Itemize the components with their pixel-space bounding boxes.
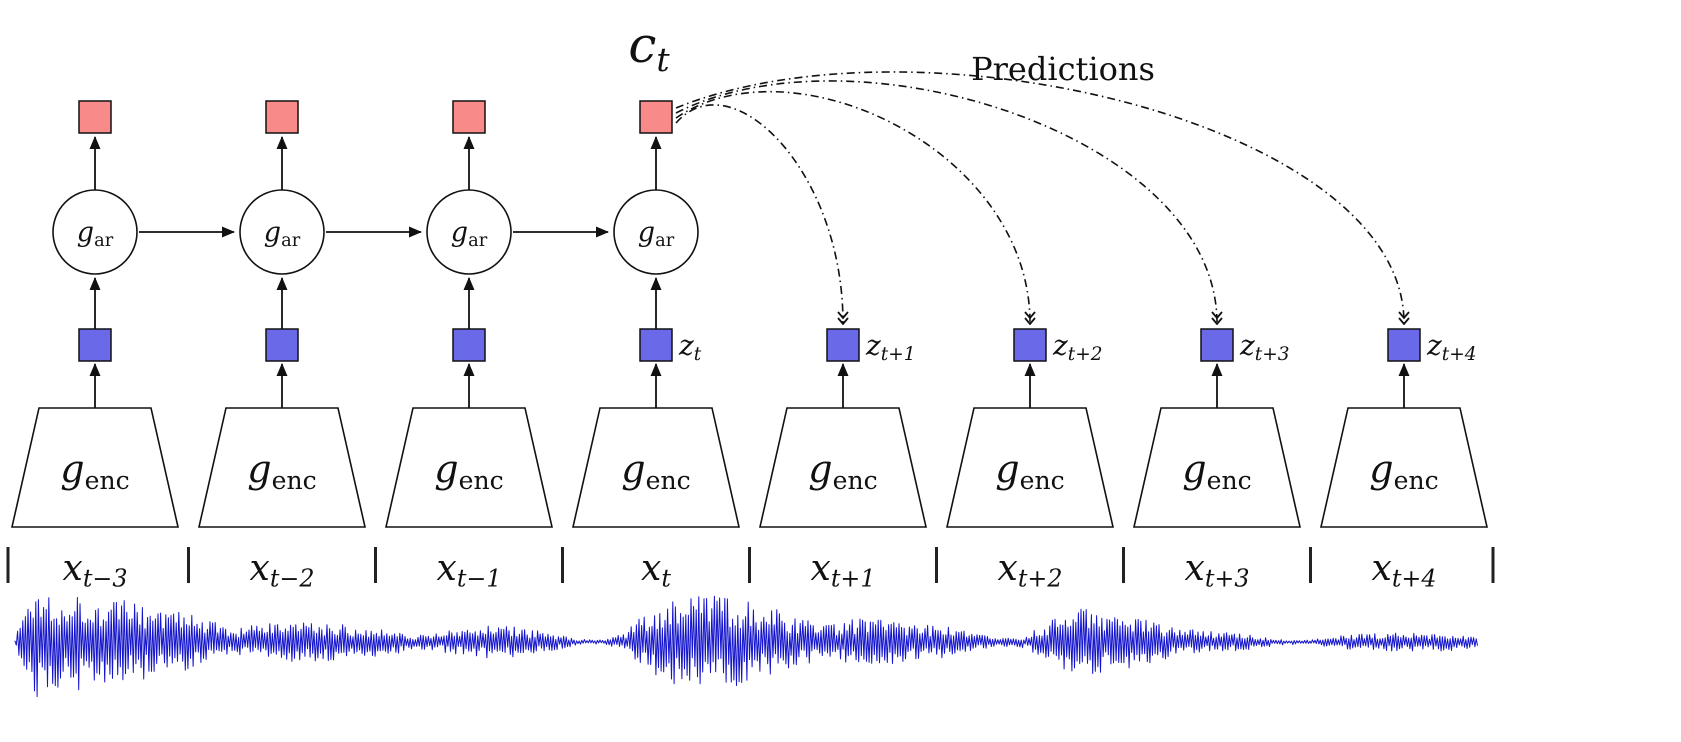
encoder-label: genc: [808, 447, 877, 495]
z-label: zt+2: [1052, 329, 1102, 365]
column-t+3: genc zt+3 xt+3: [1132, 328, 1302, 593]
encoder-label: genc: [247, 447, 316, 495]
context-vector-label: ct: [628, 16, 670, 79]
autoregressive-label: gar: [451, 217, 488, 251]
x-label: xt+2: [998, 548, 1063, 593]
audio-waveform: [14, 595, 1478, 698]
prediction-curve-t+3: [675, 80, 1217, 323]
latent-square: [265, 328, 299, 362]
output-square: [78, 100, 112, 134]
prediction-curve-t+1: [675, 104, 843, 323]
autoregressive-label: gar: [638, 217, 675, 251]
encoder-trapezoid: [1132, 407, 1302, 528]
latent-square: [1387, 328, 1421, 362]
column-t-1: genc gar xt−1: [384, 100, 554, 593]
column-t+1: genc zt+1 xt+1: [758, 328, 928, 593]
output-square: [265, 100, 299, 134]
z-label: zt: [678, 329, 702, 365]
encoder-label: genc: [1182, 447, 1251, 495]
z-label: zt+1: [865, 329, 915, 365]
encoder-trapezoid: [571, 407, 741, 528]
autoregressive-label: gar: [77, 217, 114, 251]
x-label: xt−1: [437, 548, 502, 593]
x-label: xt−3: [63, 548, 128, 593]
column-t+4: genc zt+4 xt+4: [1319, 328, 1489, 593]
column-t: genc zt gar xt: [571, 100, 741, 593]
latent-square: [826, 328, 860, 362]
latent-square: [452, 328, 486, 362]
encoder-trapezoid: [197, 407, 367, 528]
column-t-3: genc gar xt−3: [10, 100, 180, 593]
encoder-trapezoid: [758, 407, 928, 528]
prediction-curve-t+4: [675, 71, 1404, 323]
column-t+2: genc zt+2 xt+2: [945, 328, 1115, 593]
output-square: [639, 100, 673, 134]
x-label: xt+1: [811, 548, 876, 593]
encoder-label: genc: [434, 447, 503, 495]
z-label: zt+3: [1239, 329, 1289, 365]
latent-square: [1013, 328, 1047, 362]
encoder-trapezoid: [10, 407, 180, 528]
prediction-curve-t+2: [675, 90, 1030, 323]
latent-square: [639, 328, 673, 362]
encoder-trapezoid: [945, 407, 1115, 528]
encoder-trapezoid: [1319, 407, 1489, 528]
x-label: xt+3: [1185, 548, 1250, 593]
output-square: [452, 100, 486, 134]
encoder-trapezoid: [384, 407, 554, 528]
x-label: xt−2: [250, 548, 315, 593]
encoder-label: genc: [60, 447, 129, 495]
latent-square: [1200, 328, 1234, 362]
encoder-label: genc: [995, 447, 1064, 495]
z-label: zt+4: [1426, 329, 1476, 365]
latent-square: [78, 328, 112, 362]
encoder-label: genc: [1369, 447, 1438, 495]
predictions-label: Predictions: [971, 50, 1155, 88]
x-label: xt: [641, 548, 671, 593]
autoregressive-label: gar: [264, 217, 301, 251]
x-label: xt+4: [1372, 548, 1437, 593]
column-t-2: genc gar xt−2: [197, 100, 367, 593]
encoder-label: genc: [621, 447, 690, 495]
